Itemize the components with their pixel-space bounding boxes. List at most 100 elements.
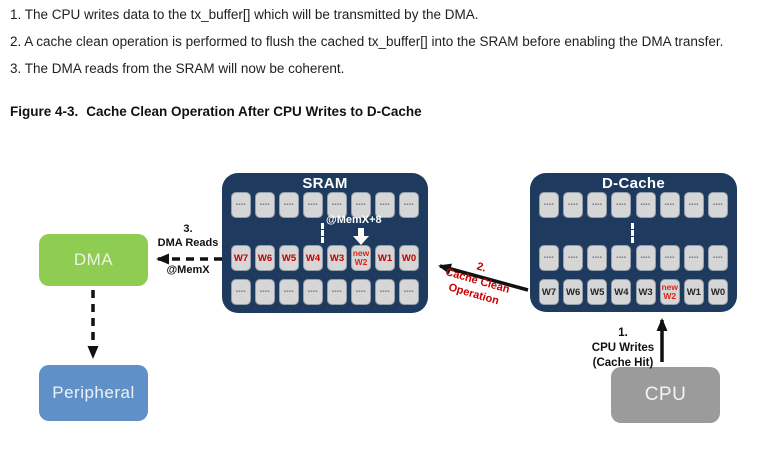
memory-cell-text: W2 xyxy=(663,291,677,301)
memory-cell-text: ---- xyxy=(284,289,294,295)
memory-cell-text: ---- xyxy=(404,289,414,295)
dma-node: DMA xyxy=(39,234,148,286)
memory-cell-text: ---- xyxy=(592,255,603,261)
memory-cell-text: W4 xyxy=(305,252,321,264)
peripheral-label: Peripheral xyxy=(52,383,135,402)
memory-cell-text: W0 xyxy=(710,286,726,298)
memory-cell-text: ---- xyxy=(688,255,699,261)
memory-cell-text: ---- xyxy=(544,255,554,261)
memory-cell: ---- xyxy=(563,245,584,271)
memory-cell-text: ---- xyxy=(640,255,651,261)
memory-cell-text: ---- xyxy=(616,202,627,208)
memory-cell-text: W6 xyxy=(257,252,273,264)
memory-cell-text: ---- xyxy=(404,202,414,208)
memory-cell: W7 xyxy=(231,245,251,271)
memory-cell-text: W7 xyxy=(233,252,249,264)
memory-cell-text: ---- xyxy=(236,289,246,295)
memory-cell-text: ---- xyxy=(380,289,390,295)
memory-cell-text: ---- xyxy=(712,255,723,261)
memory-cell: ---- xyxy=(539,192,559,218)
memx8-down-arrow-icon xyxy=(358,228,364,236)
memory-cell: W0 xyxy=(707,279,728,305)
step-3: 3. The DMA reads from the SRAM will now … xyxy=(10,61,345,76)
memory-cell: ---- xyxy=(351,279,371,305)
memory-cell: W6 xyxy=(255,245,275,271)
memory-cell-text: ---- xyxy=(332,202,342,208)
memory-cell: ---- xyxy=(399,192,419,218)
memory-cell: ---- xyxy=(303,279,323,305)
memory-cell-text: ---- xyxy=(592,202,603,208)
memx8-address-label: @MemX+8 xyxy=(326,214,382,226)
memory-cell-text: W2 xyxy=(354,257,368,267)
memory-cell: W3 xyxy=(327,245,347,271)
memory-cell: ---- xyxy=(279,192,299,218)
memory-cell: W4 xyxy=(303,245,323,271)
memory-cell-text: ---- xyxy=(308,202,318,208)
memory-cell-text: ---- xyxy=(332,289,342,295)
memory-cell-text: ---- xyxy=(356,202,366,208)
sram-title: SRAM xyxy=(302,175,348,192)
memory-cell-text: W5 xyxy=(281,252,297,264)
memory-cell: ---- xyxy=(231,192,251,218)
figure-caption-title: Cache Clean Operation After CPU Writes t… xyxy=(86,104,422,119)
memory-cell: ---- xyxy=(587,192,608,218)
memory-cell: ---- xyxy=(303,192,323,218)
memory-cell: ---- xyxy=(635,192,656,218)
memory-cell: ---- xyxy=(327,192,347,218)
cache-clean-annotation: 2. Cache Clean Operation xyxy=(426,248,529,315)
memory-cell: W1 xyxy=(375,245,395,271)
dcache-block: D-Cache --------------------------------… xyxy=(530,173,737,312)
memory-cell-text: W1 xyxy=(686,286,701,298)
memory-cell: ---- xyxy=(707,192,728,218)
memory-cell-text: ---- xyxy=(544,202,554,208)
memory-cell-text: ---- xyxy=(260,202,270,208)
memory-cell-text: ---- xyxy=(568,202,579,208)
memory-cell-text: W1 xyxy=(377,252,393,264)
memory-cell: ---- xyxy=(587,245,608,271)
memory-cell-text: ---- xyxy=(688,202,699,208)
step-list: 1. The CPU writes data to the tx_buffer[… xyxy=(10,4,760,85)
dma-label: DMA xyxy=(73,250,114,269)
memory-cell: ---- xyxy=(351,192,371,218)
memory-cell: W3 xyxy=(635,279,656,305)
memory-cell-text: ---- xyxy=(568,255,579,261)
cpu-node: CPU xyxy=(611,367,720,423)
memx8-down-arrowhead-icon xyxy=(353,236,369,245)
memory-cell: ---- xyxy=(539,245,559,271)
memory-cell-text: new xyxy=(661,282,678,292)
dcache-row-1: ---- ---- ---- ---- ---- ---- ---- ---- xyxy=(539,245,728,271)
memory-cell: W7 xyxy=(539,279,559,305)
memory-cell: W0 xyxy=(399,245,419,271)
memory-cell: ---- xyxy=(327,279,347,305)
memory-cell: ---- xyxy=(683,192,704,218)
memory-cell: W5 xyxy=(279,245,299,271)
dma-reads-label: DMA Reads xyxy=(157,237,219,249)
memory-cell-text: W5 xyxy=(590,286,605,298)
figure-caption: Figure 4-3. Cache Clean Operation After C… xyxy=(10,104,422,119)
memory-cell-text: ---- xyxy=(356,289,366,295)
memory-cell-text: ---- xyxy=(284,202,294,208)
memory-cell-text: ---- xyxy=(664,255,675,261)
memory-cell: ---- xyxy=(563,192,584,218)
figure-caption-number: Figure 4-3. xyxy=(10,104,79,119)
step-2: 2. A cache clean operation is performed … xyxy=(10,34,724,49)
memory-cell: ---- xyxy=(659,192,680,218)
memory-cell-text: ---- xyxy=(616,255,627,261)
memory-cell: ---- xyxy=(255,279,275,305)
memory-cell: ---- xyxy=(375,279,395,305)
memory-cell: ---- xyxy=(375,192,395,218)
memory-cell: W6 xyxy=(563,279,584,305)
step-1: 1. The CPU writes data to the tx_buffer[… xyxy=(10,7,479,22)
dma-reads-annotation: 3. DMA Reads xyxy=(150,222,226,250)
memory-cell: ---- xyxy=(659,245,680,271)
cpu-label: CPU xyxy=(644,384,687,405)
cpu-writes-cache-hit: (Cache Hit) xyxy=(592,357,654,369)
memory-cell: ---- xyxy=(231,279,251,305)
memory-cell-text: ---- xyxy=(664,202,675,208)
memory-cell-text: ---- xyxy=(260,289,270,295)
sram-row-0: ---- ---- ---- ---- ---- ---- ---- ---- xyxy=(231,192,419,218)
